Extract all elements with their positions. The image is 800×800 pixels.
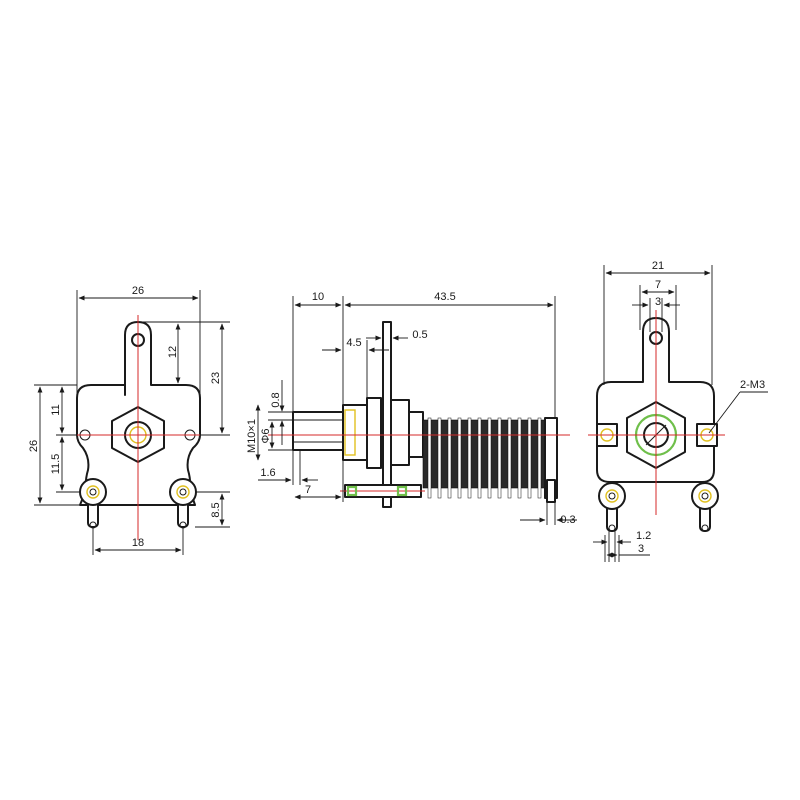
side-gap-label: 0.8 xyxy=(270,392,282,407)
front-height-23-label: 23 xyxy=(210,372,222,384)
rotor-fin-gap xyxy=(477,417,482,499)
side-thread-label: M10×1 xyxy=(246,419,258,453)
front-lug-left xyxy=(79,478,107,506)
rear-tab-7-label: 7 xyxy=(655,279,661,291)
front-upper-11-label: 11 xyxy=(50,404,62,415)
side-shaft-dia-label: Φ6 xyxy=(260,429,272,444)
front-height-26-label: 26 xyxy=(28,440,40,452)
side-end-label: 0.3 xyxy=(560,514,575,526)
side-len-16-label: 1.6 xyxy=(260,467,275,479)
rear-lug-left xyxy=(598,482,626,510)
side-shaft xyxy=(292,411,344,451)
rotor-fin-gap xyxy=(537,417,542,499)
rear-tab-3-label: 3 xyxy=(655,296,661,308)
front-tab-height-label: 12 xyxy=(167,346,179,358)
front-body-outline xyxy=(76,321,201,506)
rotor-fin-gap xyxy=(447,417,452,499)
side-body-length-label: 43.5 xyxy=(434,291,455,303)
rotor-fin-gap xyxy=(507,417,512,499)
front-pin-85-label: 8.5 xyxy=(210,502,222,517)
rotor-fin-gap xyxy=(527,417,532,499)
side-bushing-label: 4.5 xyxy=(346,337,361,349)
side-plate-label: 0.5 xyxy=(412,329,427,341)
rotor-fin-gap xyxy=(437,417,442,499)
rotor-fin-gap xyxy=(457,417,462,499)
side-plate xyxy=(366,397,382,469)
rear-width-label: 21 xyxy=(652,260,664,272)
side-rotor-fins xyxy=(422,417,548,499)
front-lug-right xyxy=(169,478,197,506)
rear-lug-right xyxy=(691,482,719,510)
side-shaft-length-label: 10 xyxy=(312,291,324,303)
side-len-7-label: 7 xyxy=(305,484,311,496)
rear-screw-spec-label: 2-M3 xyxy=(740,379,765,391)
side-view: 10 43.5 4.5 0.5 0.8 Φ6 M10×1 1.6 xyxy=(246,291,577,526)
front-view: 26 12 23 8.5 26 11 11.5 18 xyxy=(28,285,230,555)
rotor-fin-gap xyxy=(427,417,432,499)
rear-view: 21 7 3 2-M3 1.2 3 xyxy=(588,260,768,562)
front-lower-115-label: 11.5 xyxy=(50,454,62,475)
rotor-fin-gap xyxy=(487,417,492,499)
rotor-fin-gap xyxy=(497,417,502,499)
rear-pin-12-label: 1.2 xyxy=(636,530,651,542)
front-pin-spacing-label: 18 xyxy=(132,537,144,549)
rotor-fin-gap xyxy=(517,417,522,499)
rotor-fin-gap xyxy=(467,417,472,499)
front-width-label: 26 xyxy=(132,285,144,297)
rear-pin-3-label: 3 xyxy=(638,543,644,555)
